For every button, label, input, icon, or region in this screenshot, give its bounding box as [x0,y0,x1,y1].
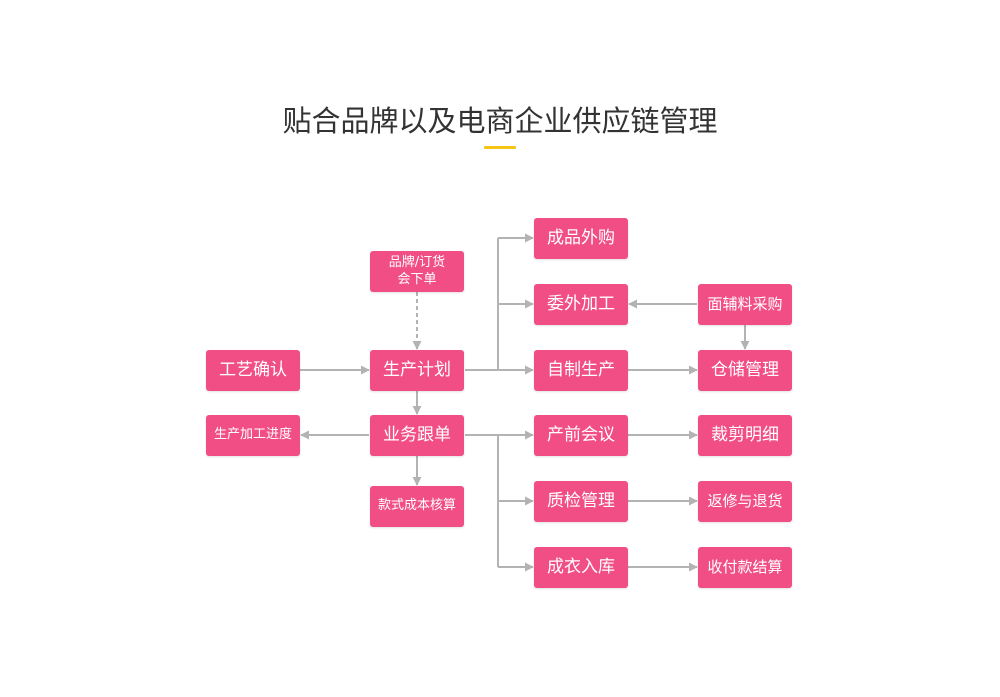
branch-follow [465,434,499,567]
node-material-purchase: 面辅料采购 [698,284,792,325]
node-business-follow: 业务跟单 [370,415,464,456]
node-brand-order: 品牌/订货会下单 [370,251,464,292]
title-underline [484,146,516,149]
branch-plan [465,238,499,371]
node-outsourced-processing: 委外加工 [534,284,628,325]
node-warehouse-management: 仓储管理 [698,350,792,391]
node-self-production: 自制生产 [534,350,628,391]
node-garment-storage: 成衣入库 [534,547,628,588]
node-payment-settlement: 收付款结算 [698,547,792,588]
node-rework-return: 返修与退货 [698,481,792,522]
node-cutting-details: 裁剪明细 [698,415,792,456]
page-title: 贴合品牌以及电商企业供应链管理 [282,104,718,138]
node-craft-confirm: 工艺确认 [206,350,300,391]
node-production-plan: 生产计划 [370,350,464,391]
node-style-cost: 款式成本核算 [370,486,464,527]
node-quality-management: 质检管理 [534,481,628,522]
node-production-progress: 生产加工进度 [206,415,300,456]
node-finished-purchase: 成品外购 [534,218,628,259]
node-preproduction-meeting: 产前会议 [534,415,628,456]
